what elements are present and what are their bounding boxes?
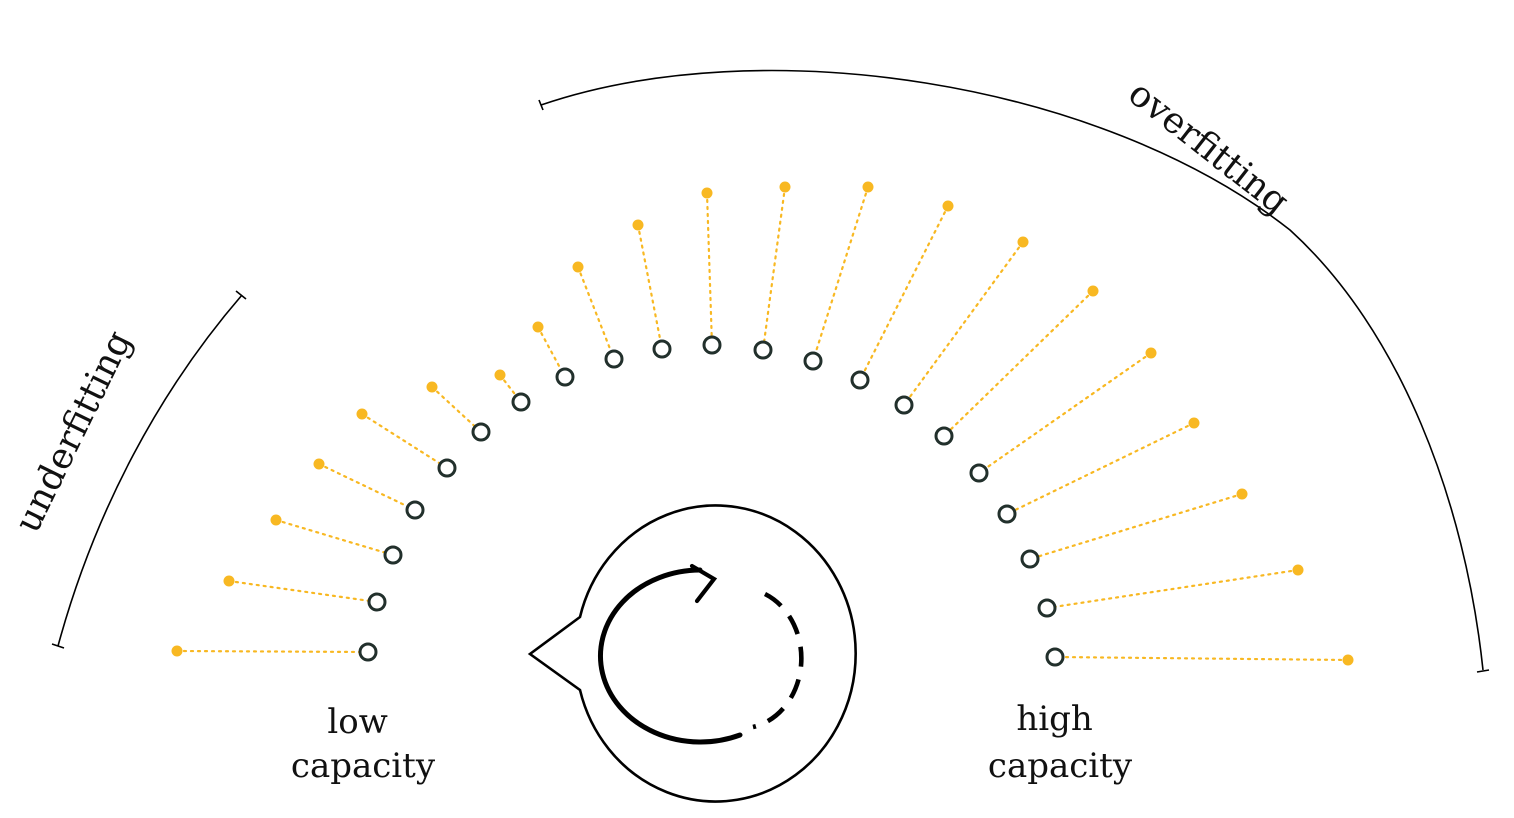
model-point bbox=[494, 369, 506, 381]
speech-bubble bbox=[527, 504, 857, 803]
overfitting-bracket bbox=[538, 69, 1490, 673]
model-point bbox=[862, 181, 874, 193]
underfitting-label: underfitting bbox=[7, 324, 140, 538]
low-capacity-line-2: capacity bbox=[291, 746, 436, 786]
data-ring bbox=[555, 367, 575, 387]
model-point bbox=[701, 187, 713, 199]
model-link bbox=[902, 240, 1025, 407]
data-ring bbox=[702, 335, 722, 355]
data-ring bbox=[803, 351, 823, 371]
data-ring bbox=[367, 592, 387, 612]
model-link bbox=[576, 265, 616, 361]
data-ring bbox=[969, 463, 989, 483]
refresh-cycle-icon bbox=[597, 563, 804, 745]
model-link bbox=[430, 385, 483, 434]
model-link bbox=[274, 518, 395, 557]
model-links bbox=[175, 185, 1350, 662]
model-link bbox=[977, 351, 1153, 475]
model-point bbox=[356, 408, 368, 420]
model-point bbox=[223, 575, 235, 587]
overfitting-label: overfitting bbox=[1120, 73, 1296, 223]
data-ring bbox=[471, 422, 491, 442]
low-capacity-line-1: low bbox=[327, 702, 387, 742]
model-point bbox=[572, 261, 584, 273]
model-link bbox=[811, 185, 870, 363]
model-point bbox=[1236, 488, 1248, 500]
model-point bbox=[1292, 564, 1304, 576]
model-point bbox=[1188, 417, 1200, 429]
model-link bbox=[227, 579, 379, 604]
data-ring bbox=[934, 426, 954, 446]
model-point bbox=[779, 181, 791, 193]
model-point bbox=[942, 200, 954, 212]
model-point bbox=[270, 514, 282, 526]
data-ring bbox=[997, 504, 1017, 524]
model-point bbox=[171, 645, 183, 657]
model-link bbox=[317, 462, 417, 512]
data-ring bbox=[753, 340, 773, 360]
data-ring bbox=[850, 370, 870, 390]
data-ring bbox=[652, 339, 672, 359]
model-link bbox=[761, 185, 787, 352]
data-ring bbox=[405, 500, 425, 520]
model-link bbox=[1028, 492, 1244, 561]
data-ring bbox=[437, 458, 457, 478]
data-ring bbox=[604, 349, 624, 369]
model-link bbox=[942, 289, 1095, 438]
model-point bbox=[1342, 654, 1354, 666]
data-ring bbox=[894, 395, 914, 415]
data-ring bbox=[1045, 647, 1065, 667]
high-capacity-label: high capacity bbox=[988, 699, 1133, 786]
data-ring bbox=[511, 392, 531, 412]
model-point bbox=[426, 381, 438, 393]
model-link bbox=[705, 191, 714, 347]
model-link bbox=[636, 223, 664, 351]
model-point bbox=[1145, 347, 1157, 359]
model-point bbox=[532, 321, 544, 333]
model-link bbox=[536, 325, 567, 379]
model-link bbox=[360, 412, 449, 470]
data-ring bbox=[1037, 598, 1057, 618]
underfitting-bracket bbox=[51, 290, 247, 649]
model-link bbox=[1005, 421, 1196, 516]
data-rings bbox=[358, 335, 1065, 667]
model-point bbox=[1017, 236, 1029, 248]
high-capacity-line-2: capacity bbox=[988, 746, 1133, 786]
model-link bbox=[1053, 655, 1350, 662]
model-points bbox=[171, 181, 1354, 666]
data-ring bbox=[358, 642, 378, 662]
model-link bbox=[858, 204, 950, 382]
model-link bbox=[175, 649, 370, 654]
model-point bbox=[632, 219, 644, 231]
high-capacity-line-1: high bbox=[1016, 699, 1092, 739]
data-ring bbox=[383, 545, 403, 565]
model-link bbox=[1045, 568, 1300, 610]
low-capacity-label: low capacity bbox=[291, 702, 436, 786]
data-ring bbox=[1020, 549, 1040, 569]
model-point bbox=[313, 458, 325, 470]
model-point bbox=[1087, 285, 1099, 297]
